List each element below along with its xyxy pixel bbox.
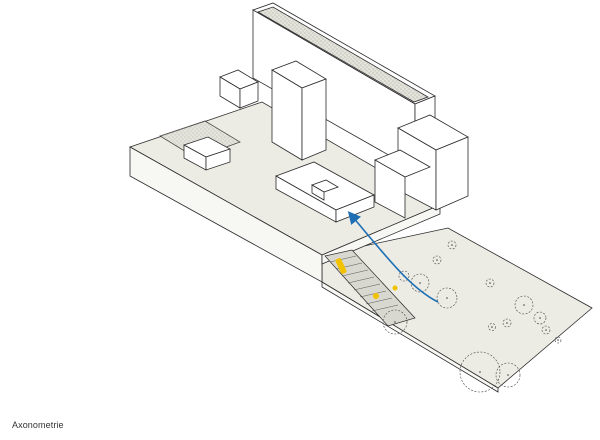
pavilion-box xyxy=(183,136,231,171)
tree-icon xyxy=(447,240,457,250)
tree-icon xyxy=(459,351,501,393)
central-tower xyxy=(271,60,327,161)
tree-icon xyxy=(554,336,562,344)
figure-caption: Axonometrie xyxy=(12,420,64,430)
tree-icon xyxy=(432,255,442,265)
tree-icon xyxy=(382,309,408,335)
tree-icon xyxy=(541,325,551,335)
tree-icon xyxy=(533,311,547,325)
public-square xyxy=(321,227,593,393)
tree-icon xyxy=(488,323,496,331)
right-wing xyxy=(374,114,469,219)
tree-icon xyxy=(436,287,458,309)
route-arrow-icon xyxy=(347,211,439,303)
left-roof-box xyxy=(219,69,259,109)
tree-icon xyxy=(502,318,512,328)
tree-icon xyxy=(485,278,495,288)
grand-stair xyxy=(324,249,416,327)
tree-icon xyxy=(495,362,521,388)
tree-icon xyxy=(398,270,410,282)
tree-icon xyxy=(514,295,534,315)
trees xyxy=(382,240,562,393)
front-low-block xyxy=(275,161,375,223)
